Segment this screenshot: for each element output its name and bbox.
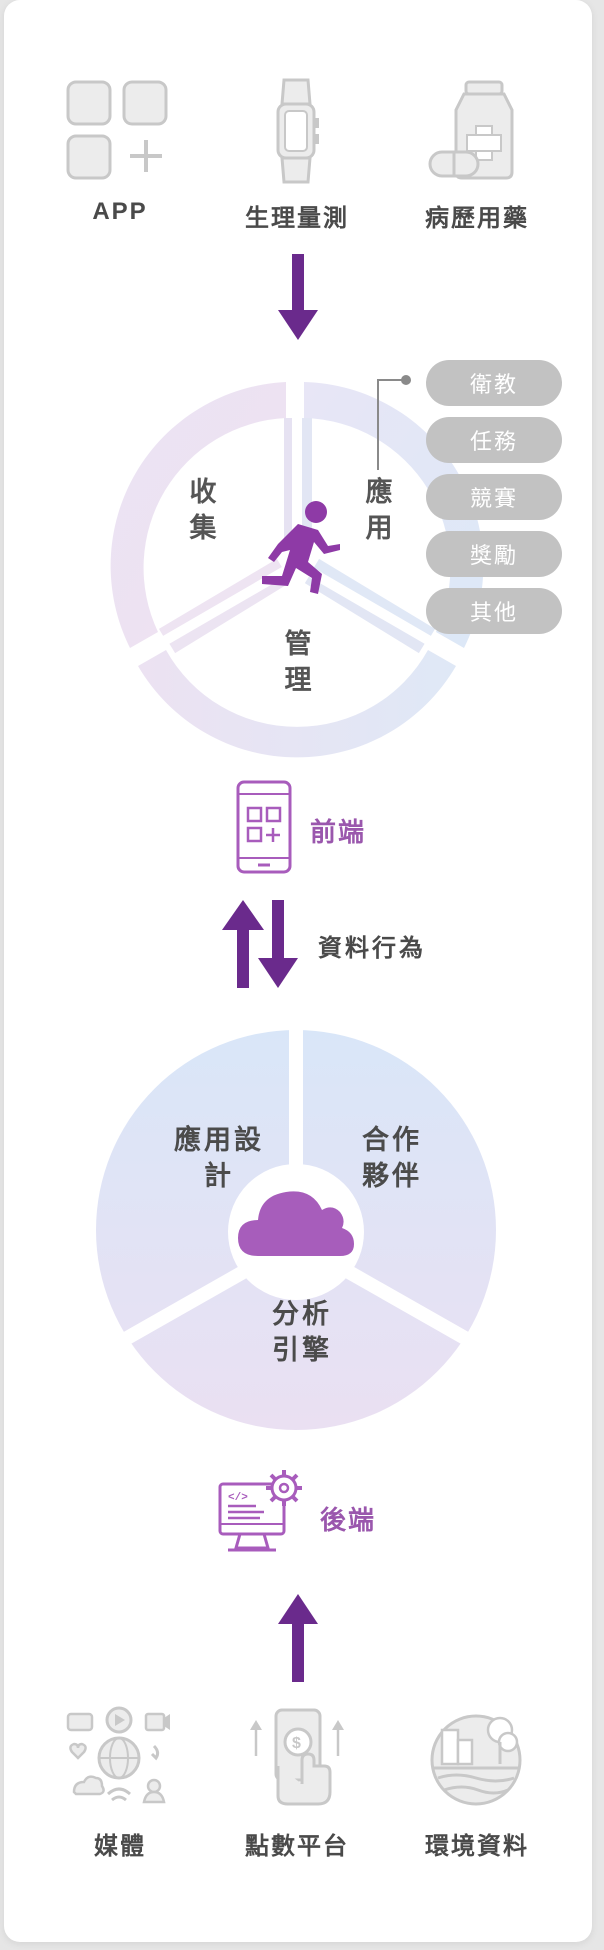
wheel-label-apply: 應用	[365, 477, 393, 543]
source-label-points-platform: 點數平台	[245, 1833, 349, 1860]
mobile-app-icon	[236, 780, 292, 874]
down-arrow-icon	[278, 254, 318, 340]
pill-tasks: 任務	[426, 417, 562, 463]
points-platform-icon: $	[250, 1708, 344, 1806]
segment-analysis-engine: 分析引擎	[272, 1299, 332, 1365]
running-person-icon	[262, 501, 340, 594]
segment-app-design: 應用設計	[174, 1125, 264, 1191]
bidirectional-arrows-icon	[222, 900, 298, 988]
media-network-icon	[66, 1706, 170, 1804]
source-label-media: 媒體	[94, 1833, 146, 1860]
source-label-environment-data: 環境資料	[425, 1833, 529, 1860]
wheel-label-manage: 管理	[284, 629, 312, 695]
pill-competitions: 競賽	[426, 474, 562, 520]
up-arrow-icon	[278, 1594, 318, 1682]
svg-text:$: $	[292, 1735, 301, 1752]
source-label-medical-records: 病歷用藥	[425, 205, 529, 232]
environment-data-icon	[430, 1714, 522, 1806]
source-label-app: APP	[92, 198, 148, 225]
pill-rewards: 獎勵	[426, 531, 562, 577]
data-behavior-label: 資料行為	[318, 935, 426, 962]
connector-line	[377, 375, 411, 470]
frontend-label: 前端	[310, 817, 367, 847]
medicine-bottle-icon	[428, 80, 514, 180]
source-label-biometrics: 生理量測	[245, 205, 349, 232]
app-grid-icon	[66, 80, 168, 180]
cloud-icon	[238, 1191, 354, 1256]
svg-text:</>: </>	[228, 1492, 248, 1504]
wheel-label-collect: 收集	[189, 477, 217, 543]
smartwatch-icon	[276, 78, 319, 184]
segment-partners: 合作夥伴	[362, 1125, 422, 1191]
pill-health-education: 衛教	[426, 360, 562, 406]
backend-label: 後端	[320, 1505, 377, 1535]
computer-settings-icon: </>	[218, 1470, 302, 1552]
pill-others: 其他	[426, 588, 562, 634]
